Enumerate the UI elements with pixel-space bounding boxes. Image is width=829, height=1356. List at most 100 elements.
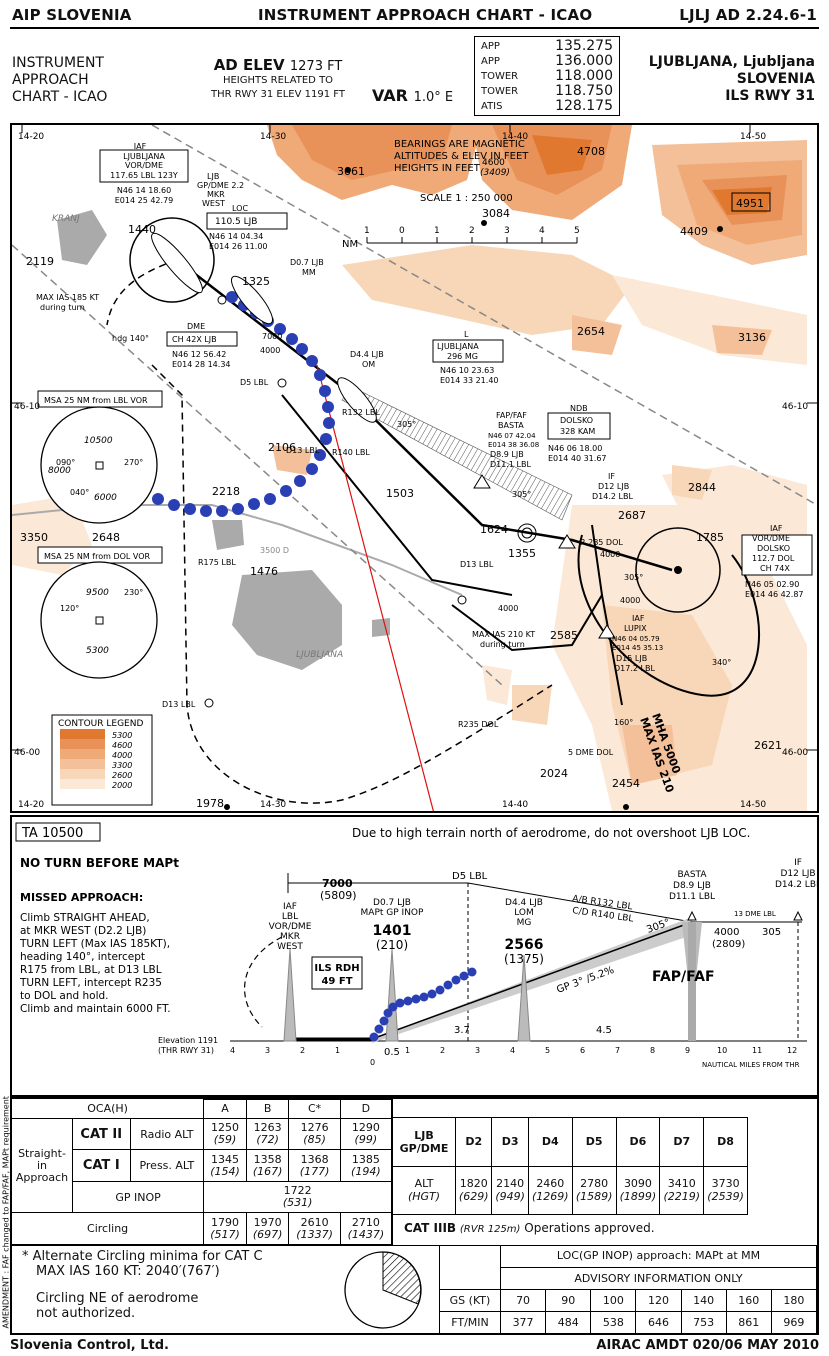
- scale-tick: 0: [399, 226, 405, 236]
- gs-value: 100: [590, 1288, 637, 1312]
- lom-stack-line: MG: [517, 918, 532, 928]
- oca-value: 1368: [300, 1152, 329, 1166]
- grid-label: 46-10: [14, 402, 40, 412]
- no-turn-note: NO TURN BEFORE MAPt: [20, 856, 179, 870]
- alt-label: 4000: [260, 346, 280, 355]
- gs-value: 180: [770, 1288, 818, 1312]
- spot-height: 1440: [128, 223, 156, 236]
- alternate-line: * Alternate Circling minima for CAT C: [22, 1249, 263, 1264]
- circ-c: 2610(1337): [288, 1212, 341, 1245]
- heading-label: hdg 140°: [112, 334, 149, 343]
- basta-stack: D11.1 LBL: [669, 892, 715, 902]
- scale-tick: 1: [364, 226, 370, 236]
- distance-label: 4.5: [596, 1025, 612, 1036]
- dme-hgt: (1899): [619, 1190, 657, 1204]
- axis-tick: 2: [440, 1046, 445, 1055]
- header-left: AIP SLOVENIA: [12, 6, 132, 24]
- grid-label: 46-00: [782, 748, 808, 758]
- peak-dot: [345, 167, 351, 173]
- faf-bar: [688, 922, 696, 1041]
- chart-type: INSTRUMENT APPROACH CHART - ICAO: [12, 55, 107, 106]
- spot-height: 4409: [680, 225, 708, 238]
- header-rule: [10, 27, 819, 29]
- spot-height: 2648: [92, 531, 120, 544]
- cat1-c: 1368(177): [288, 1149, 341, 1182]
- missed-line: Climb and maintain 6000 FT.: [20, 1003, 171, 1015]
- grid-label: 14-50: [740, 132, 766, 142]
- cat-d: D: [339, 1099, 393, 1119]
- inbound-track: [601, 594, 623, 706]
- dme-cell: 3410(2219): [659, 1165, 705, 1215]
- axis-tick: 0: [370, 1058, 375, 1067]
- freq-value: 128.175: [555, 98, 613, 114]
- ndb-text: DOLSKO: [560, 416, 593, 425]
- msa-dol-circle: [37, 546, 163, 679]
- place-name: KRANJ: [52, 214, 80, 224]
- lbl-radial-track: [281, 394, 513, 596]
- lupix-text: D17.2 LBL: [614, 664, 655, 673]
- scale-tick: 2: [469, 226, 475, 236]
- ad-elev-label: AD ELEV: [213, 56, 285, 74]
- dme-alt: 3090: [623, 1177, 652, 1191]
- basta-stack: D8.9 LJB: [673, 881, 711, 891]
- grid-label: 14-40: [502, 800, 528, 810]
- mkr-text: GP/DME 2.2: [197, 181, 244, 190]
- dol-vor-rose: [635, 527, 721, 613]
- circ-a: 1790(517): [203, 1212, 247, 1245]
- oca-value: 2610: [300, 1215, 329, 1229]
- chart-type-line: INSTRUMENT: [12, 55, 104, 71]
- axis-tick: 9: [685, 1046, 690, 1055]
- lom-marker-cone: [517, 954, 531, 1042]
- legend-level: 2600: [112, 771, 132, 780]
- loc-approach-title: LOC(GP INOP) approach: MAPt at MM: [500, 1245, 817, 1268]
- peak-dot: [481, 220, 487, 226]
- om-text: LJUBLJANA: [437, 342, 479, 351]
- dme-col: D4: [527, 1117, 573, 1167]
- iaf-lbl-text: E014 25 42.79: [115, 196, 174, 205]
- ftmin-value: 538: [590, 1310, 637, 1334]
- cat1-label: CAT I: [72, 1149, 131, 1182]
- dme-hgt: (949): [495, 1190, 525, 1204]
- dme-cell: 2780(1589): [571, 1165, 617, 1215]
- om-label: OM: [362, 360, 375, 369]
- circling-ne-note: Circling NE of aerodrome not authorized.: [36, 1291, 198, 1321]
- glide-path: [371, 921, 693, 1040]
- d5-text: D5 LBL: [240, 378, 269, 387]
- town-area: [212, 520, 244, 550]
- dme-hgt: (629): [458, 1190, 489, 1204]
- course-label: 160°: [614, 718, 633, 727]
- mapt-altitude: 1401: [373, 923, 412, 939]
- om-text: E014 33 21.40: [440, 376, 499, 385]
- lom-stack-line: D4.4 LJB: [505, 898, 543, 908]
- gs-value: 160: [725, 1288, 772, 1312]
- circling-ne-line: not authorized.: [36, 1306, 136, 1321]
- axis-tick: 6: [580, 1046, 585, 1055]
- legend-title: CONTOUR LEGEND: [58, 719, 143, 729]
- profile-svg: TA 10500 Due to high terrain north of ae…: [15, 822, 817, 1069]
- om-marker: [337, 377, 377, 423]
- axis-tick: 12: [787, 1046, 797, 1055]
- spot-height: 2844: [688, 481, 716, 494]
- descent-line: [467, 882, 693, 923]
- oca-label: OCA(H): [12, 1099, 205, 1119]
- dme-hgt: (2539): [707, 1190, 744, 1204]
- spot-height: 2654: [577, 325, 605, 338]
- axis-tick: 7: [615, 1046, 620, 1055]
- course-label: 305: [762, 927, 781, 938]
- dme-cell: 1820(629): [454, 1165, 493, 1215]
- axis-tick: 3: [475, 1046, 480, 1055]
- oca-value: 1790: [211, 1215, 240, 1229]
- d13-fix: [204, 698, 214, 708]
- axis-tick: 4: [230, 1046, 235, 1055]
- spot-height: 2454: [612, 777, 640, 790]
- freq-value: 118.000: [555, 68, 613, 84]
- oca-height: (1437): [347, 1227, 385, 1241]
- mapt-stack-line: D0.7 LJB: [373, 898, 411, 908]
- scale-tick: 5: [574, 226, 580, 236]
- lupix-text: LUPIX: [624, 624, 647, 633]
- dme-title-line: GP/DME: [399, 1141, 449, 1155]
- msa-bearing: 090°: [56, 458, 75, 467]
- mm-marker: [231, 275, 273, 325]
- map-note: HEIGHTS IN FEET: [394, 163, 481, 174]
